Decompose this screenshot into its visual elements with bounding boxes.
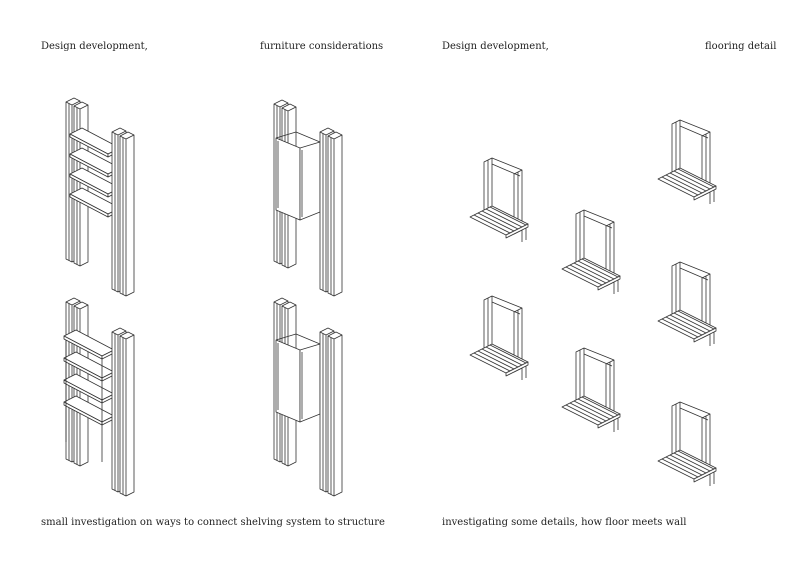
left-subheading: furniture considerations xyxy=(260,41,384,52)
left-heading: Design development, xyxy=(41,41,148,52)
right-caption: investigating some details, how floor me… xyxy=(442,517,687,528)
shelving-drawing-1 xyxy=(65,97,135,297)
right-subheading: flooring detail xyxy=(705,41,777,52)
panel-drawing-2 xyxy=(273,297,343,497)
panel-drawing-1 xyxy=(273,99,343,297)
left-caption: small investigation on ways to connect s… xyxy=(41,517,385,528)
shelving-drawing-2 xyxy=(63,297,135,497)
right-heading: Design development, xyxy=(442,41,549,52)
floor-detail-drawings xyxy=(469,119,717,487)
